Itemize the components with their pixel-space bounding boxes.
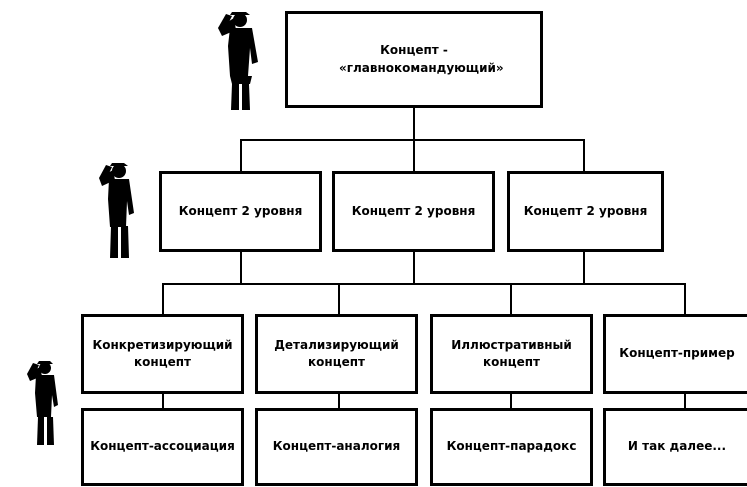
level2-concept-label: Концепт 2 уровня <box>178 203 303 218</box>
level3-concept-label: Иллюстративный концепт <box>451 337 572 369</box>
level3-concept-label: Концепт-аналогия <box>272 439 401 454</box>
connector <box>240 139 584 141</box>
top-concept-box: Концепт - «главнокомандующий» <box>285 11 543 108</box>
level3-concept-box: Концепт-пример <box>603 314 747 394</box>
connector <box>583 139 585 172</box>
level2-concept-label: Концепт 2 уровня <box>351 203 476 218</box>
level3-concept-box: Концепт-ассоциация <box>81 408 244 486</box>
connector <box>510 283 512 316</box>
connector <box>413 251 415 284</box>
connector <box>338 283 340 316</box>
level2-concept-label: Концепт 2 уровня <box>523 203 648 218</box>
saluting-soldier-icon <box>214 6 266 114</box>
level3-concept-box: И так далее... <box>603 408 747 486</box>
connector <box>684 392 686 410</box>
level3-concept-box: Иллюстративный концепт <box>430 314 593 394</box>
connector <box>583 251 585 284</box>
connector <box>240 139 242 172</box>
level2-concept-box: Концепт 2 уровня <box>159 171 322 252</box>
top-concept-label: Концепт - «главнокомандующий» <box>339 43 504 75</box>
connector <box>413 139 415 172</box>
level3-concept-label: Концепт-пример <box>619 346 735 361</box>
connector <box>240 251 242 284</box>
connector <box>162 283 164 316</box>
level3-concept-box: Детализирующий концепт <box>255 314 418 394</box>
connector <box>162 283 686 285</box>
level3-concept-label: Детализирующий концепт <box>274 337 399 369</box>
level3-concept-label: Конкретизирующий концепт <box>92 337 233 369</box>
connector <box>684 283 686 316</box>
connector <box>338 392 340 410</box>
level3-concept-label: И так далее... <box>627 439 727 454</box>
level3-concept-box: Конкретизирующий концепт <box>81 314 244 394</box>
saluting-soldier-icon <box>96 158 142 262</box>
level3-concept-label: Концепт-парадокс <box>446 439 577 454</box>
level2-concept-box: Концепт 2 уровня <box>332 171 495 252</box>
level3-concept-label: Концепт-ассоциация <box>90 439 235 454</box>
connector <box>510 392 512 410</box>
connector <box>413 107 415 140</box>
connector <box>162 392 164 410</box>
saluting-soldier-icon <box>25 357 65 447</box>
level2-concept-box: Концепт 2 уровня <box>507 171 664 252</box>
level3-concept-box: Концепт-парадокс <box>430 408 593 486</box>
level3-concept-box: Концепт-аналогия <box>255 408 418 486</box>
